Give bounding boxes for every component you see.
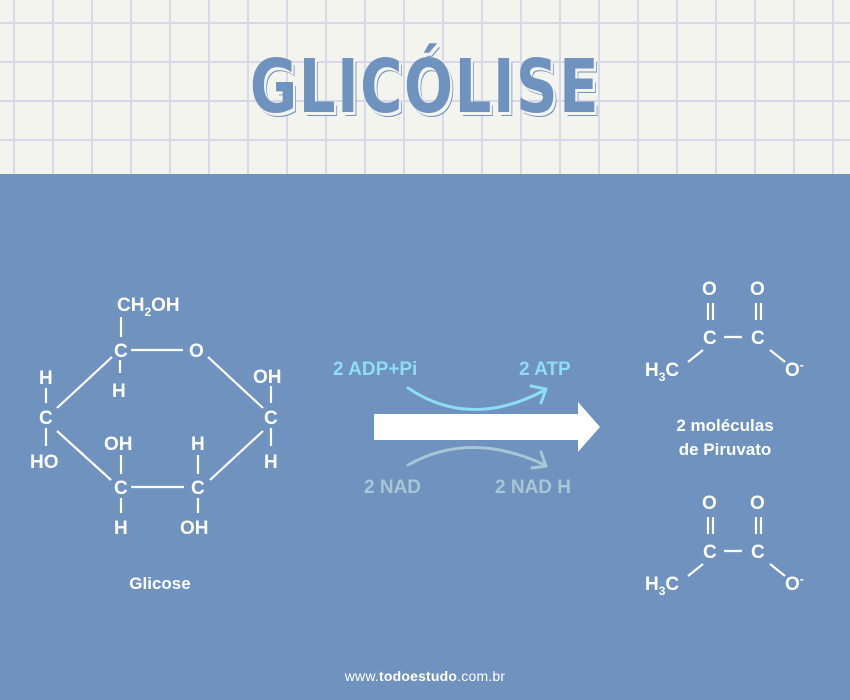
ch2oh-label: CH2OH	[117, 295, 180, 319]
atom-c-right: C	[751, 542, 765, 563]
atom-c2-oh: OH	[180, 518, 209, 539]
page-title: GLICÓLISE	[249, 44, 601, 130]
atom-c-left: C	[703, 328, 717, 349]
atp-curve-arrow	[406, 386, 547, 411]
glucose-label: Glicose	[129, 574, 191, 593]
atom-c2: C	[191, 478, 205, 499]
atom-c3-h: H	[114, 518, 128, 539]
nad-label: 2 NAD	[364, 477, 421, 498]
nad-curve-arrow	[406, 446, 547, 467]
carboxylate-oxygen: O-	[785, 572, 804, 595]
adp-pi-label: 2 ADP+Pi	[333, 359, 417, 380]
nad-arrowhead-icon	[530, 450, 548, 470]
pyruvate-label: 2 moléculas de Piruvato	[645, 414, 805, 462]
pyruvate-structure-1: O O C C H3C O-	[645, 279, 804, 384]
atom-o-left: O	[702, 279, 717, 300]
pyruvate-structure-2: O O C C H3C O-	[645, 493, 804, 598]
atom-c1: C	[264, 408, 278, 429]
atom-c-left: C	[703, 542, 717, 563]
methyl-group: H3C	[645, 360, 679, 384]
carboxylate-oxygen: O-	[785, 358, 804, 381]
atom-o-right: O	[750, 493, 765, 514]
atom-ring-oxygen: O	[189, 341, 204, 362]
atp-label: 2 ATP	[519, 359, 571, 380]
footer-url[interactable]: www.todoestudo.com.br	[0, 668, 850, 684]
footer-url-brand: todoestudo	[378, 668, 458, 684]
pyruvate-label-line2: de Piruvato	[678, 440, 772, 459]
main-reaction-arrow	[374, 402, 600, 452]
atom-c5-h: H	[112, 381, 126, 402]
atom-o-right: O	[750, 279, 765, 300]
atom-c1-h: H	[264, 452, 278, 473]
footer-url-prefix: www.	[344, 668, 379, 684]
nadh-label: 2 NAD H	[495, 477, 571, 498]
atom-c-right: C	[751, 328, 765, 349]
atom-c3: C	[114, 478, 128, 499]
atom-c3-oh: OH	[104, 434, 133, 455]
methyl-group: H3C	[645, 574, 679, 598]
glucose-bonds	[44, 317, 273, 513]
pyruvate-label-line1: 2 moléculas	[676, 416, 774, 435]
grid-paper-header: GLICÓLISE	[0, 0, 850, 174]
footer-url-suffix: .com.br	[457, 668, 506, 684]
atp-arrowhead-icon	[529, 384, 548, 405]
reaction-arrows	[374, 384, 600, 470]
atom-c2-h: H	[191, 434, 205, 455]
atom-c4-ho: HO	[30, 452, 59, 473]
atom-c1-oh: OH	[253, 367, 282, 388]
atom-o-left: O	[702, 493, 717, 514]
atom-c5: C	[114, 341, 128, 362]
atom-c4: C	[39, 408, 53, 429]
atom-c4-h: H	[39, 368, 53, 389]
